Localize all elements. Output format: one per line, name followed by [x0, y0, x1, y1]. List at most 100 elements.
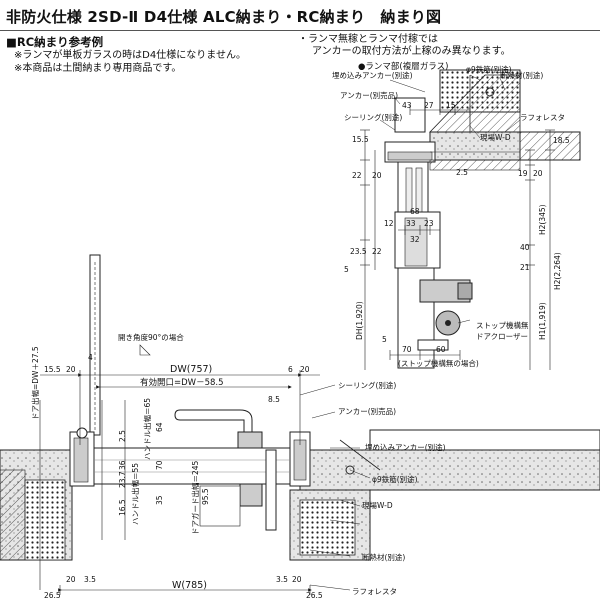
elev-label-dh: DH(1,920) [355, 301, 364, 340]
elev-dim-2-5: 2.5 [456, 168, 468, 177]
plan-leaders [299, 384, 371, 591]
plan-handle-rosette [237, 431, 263, 449]
plan-dim-20: 20 [66, 365, 76, 374]
plan-dim-26-5r: 26.5 [306, 591, 323, 600]
elev-label-anchor: アンカー(別売品) [340, 90, 398, 100]
elev-dim-23: 23 [424, 219, 434, 228]
plan-rebar-circle [345, 465, 355, 475]
note-right-1: ・ランマ無稼とランマ付稼では [298, 34, 438, 45]
plan-dim-95-5: 95.5 [201, 488, 210, 505]
plan-door-guard-arm [199, 485, 241, 527]
plan-hinge [76, 427, 88, 439]
plan-door-leaf [93, 447, 291, 485]
plan-rebar-diag [339, 439, 381, 471]
elev-label-stopper: ストップ機構無 [476, 320, 529, 330]
plan-dim-6: 6 [288, 365, 293, 374]
elev-dim-18-5: 18.5 [553, 136, 570, 145]
plan-dim-64: 64 [155, 422, 164, 432]
plan-dim-3-5: 3.5 [84, 575, 96, 584]
plan-dim-15-5: 15.5 [44, 365, 61, 374]
elev-dim-19: 19 [518, 169, 528, 178]
plan-label-insulation: 断熱材(別途) [362, 552, 405, 562]
plan-dim-20br: 20 [292, 575, 302, 584]
elev-dim-27: 27 [424, 101, 434, 110]
elev-dim-15-5: 15.5 [352, 135, 369, 144]
elev-slab-hatch [429, 74, 521, 133]
elev-dim-43: 43 [402, 101, 412, 110]
elev-closer-bracket [457, 282, 473, 300]
elev-dim-22: 22 [352, 171, 362, 180]
elev-dim-60: 60 [436, 345, 446, 354]
title-divider [0, 30, 600, 31]
plan-dim-3-5r: 3.5 [276, 575, 288, 584]
plan-dim-lines [39, 370, 320, 595]
elev-dim-21: 21 [520, 263, 530, 272]
plan-door-guard [265, 449, 277, 531]
plan-wall-right-top [299, 449, 600, 491]
elev-label-lath: ラフォレスタ [520, 113, 565, 122]
plan-angle-marker [139, 344, 151, 356]
elev-frame-head-inner [387, 151, 433, 161]
elev-caption: ●ランマ部(複層ガラス) [358, 61, 448, 72]
plan-insulation-left [24, 479, 66, 561]
plan-label-frame-wd: 現場W-D [362, 500, 393, 510]
elev-dim-20: 20 [372, 171, 382, 180]
plan-door-width: ドア出幅=DW＋27.5 [30, 346, 40, 420]
plan-insulation-right [299, 499, 356, 556]
elev-label-h1: H1(1,919) [538, 302, 547, 340]
plan-dim-35: 35 [155, 495, 164, 505]
elev-label-sealing: シーリング(別途) [344, 112, 402, 122]
elev-head-strip [429, 159, 521, 171]
elev-label-rebar: φ9鉄筋(別途) [466, 64, 512, 74]
elev-dim-32: 32 [410, 235, 420, 244]
elev-glass-pane-2 [415, 167, 423, 213]
plan-label-anchor-embed: 埋め込みアンカー(別途) [365, 442, 446, 452]
note-left-1: ※ランマが単板ガラスの時はD4仕様になりません。 [14, 50, 246, 61]
page-title: 非防火仕様 2SD-Ⅱ D4仕様 ALC納まり・RC納まり 納まり図 [6, 8, 442, 26]
section-heading: ■RC納まり参考例 [6, 35, 104, 49]
plan-dim-70: 70 [155, 460, 164, 470]
plan-dim-effective: 有効開口=DW－58.5 [140, 377, 224, 388]
elev-label-closer: ドアクローザー [476, 332, 528, 341]
elev-dim-70: 70 [402, 345, 412, 354]
elev-rebar-circle [485, 87, 495, 97]
elev-label-insulation: 断熱材(別途) [500, 70, 543, 80]
elev-glass-pane-1 [405, 167, 413, 213]
plan-section: 開き角度90°の場合 [0, 254, 600, 600]
elev-label-stop-dim: (ストップ機構無の場合) [398, 358, 479, 368]
plan-frame-left-inner [73, 437, 89, 483]
elev-dim-68: 68 [410, 207, 420, 216]
plan-dim-w: W(785) [172, 580, 207, 591]
plan-label-anchor: アンカー(別売品) [338, 406, 396, 416]
elev-dim-5b: 5 [382, 335, 387, 344]
plan-dim-20r: 20 [300, 365, 310, 374]
elev-transom-frame [397, 161, 429, 213]
plan-dim-16-5: 16.5 [118, 499, 127, 516]
elev-closer-pivot [445, 320, 451, 326]
elev-dim-40: 40 [520, 243, 530, 252]
plan-handle-inner [239, 483, 263, 507]
plan-dim-dw: DW(757) [170, 364, 212, 375]
elev-stop [417, 339, 449, 351]
elev-dim-lines [360, 105, 555, 370]
plan-dim-4: 4 [88, 353, 93, 362]
note-right-2: アンカーの取付方法が上稼のみ異なります。 [312, 46, 511, 57]
plan-dim-36: 36 [118, 460, 127, 470]
elevation-section: ●ランマ部(複層ガラス) [332, 61, 581, 370]
elev-leaders [379, 74, 521, 324]
plan-dim-2-5: 2.5 [118, 430, 127, 442]
plan-frame-right-inner [293, 439, 307, 481]
plan-handle-lever [174, 409, 253, 433]
plan-handle-width-2: ハンドル出幅＝55 [130, 463, 140, 525]
plan-wall-right-face [369, 429, 600, 451]
plan-label-sealing: シーリング(別途) [338, 380, 396, 390]
elev-label-h2b: H2(2,264) [553, 252, 562, 290]
plan-dim-23-7: 23.7 [118, 471, 127, 488]
plan-dim-8-5: 8.5 [268, 395, 280, 404]
plan-guard-width: ドアガード出幅＝245 [190, 460, 200, 535]
elev-dim-33: 33 [406, 219, 416, 228]
elev-dim-5: 5 [344, 265, 349, 274]
plan-open-angle: 開き角度90°の場合 [118, 332, 184, 342]
plan-label-rebar: φ9鉄筋(別途) [372, 474, 418, 484]
